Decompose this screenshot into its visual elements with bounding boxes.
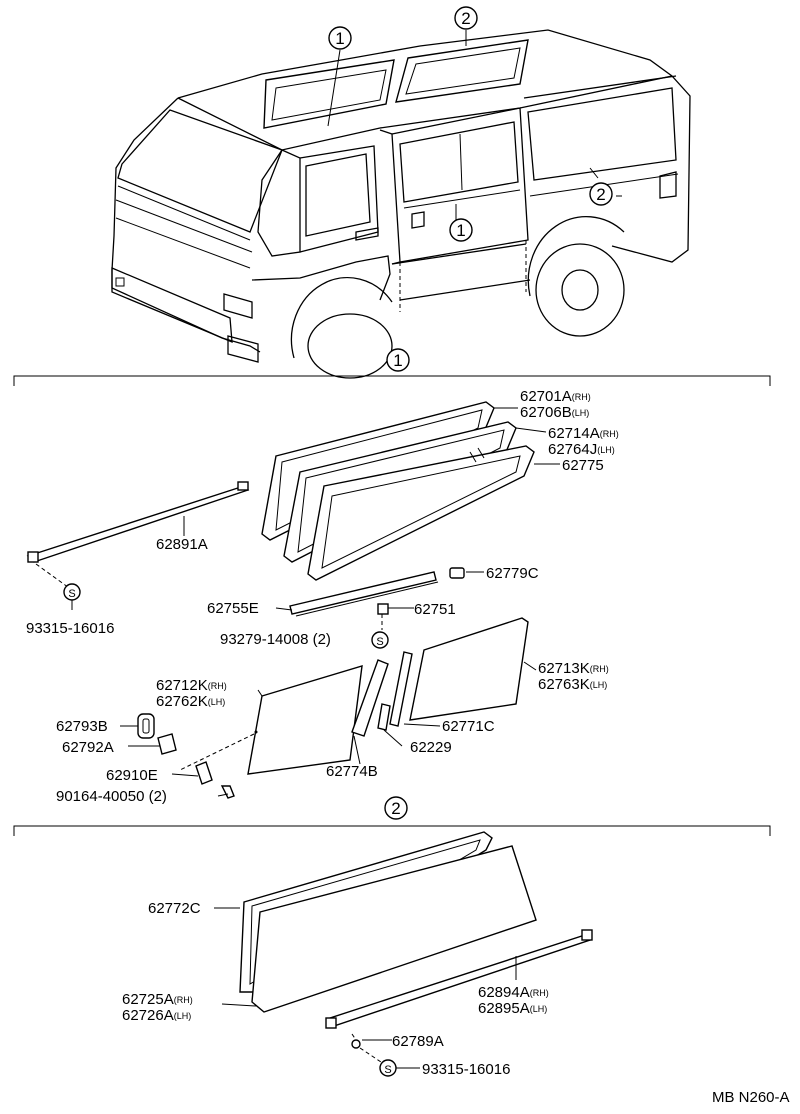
label-62895A: 62895A(LH) bbox=[478, 1000, 547, 1017]
diagram-code: MB N260-A bbox=[712, 1089, 790, 1106]
label-62774B: 62774B bbox=[326, 763, 378, 780]
label-62751: 62751 bbox=[414, 601, 456, 618]
label-62763K: 62763K(LH) bbox=[538, 676, 607, 693]
svg-text:S: S bbox=[384, 1064, 391, 1076]
label-62725A: 62725A(RH) bbox=[122, 991, 193, 1008]
callout-one-top: 1 bbox=[328, 26, 352, 50]
label-93315-16016-b: 93315-16016 bbox=[422, 1061, 510, 1078]
rail-62891A: S bbox=[26, 481, 250, 610]
label-62792A: 62792A bbox=[62, 739, 114, 756]
section-two-header: 2 bbox=[13, 796, 771, 836]
glass-62725A-assembly bbox=[239, 831, 537, 1013]
division-bars bbox=[351, 651, 413, 737]
label-62789A: 62789A bbox=[392, 1033, 444, 1050]
svg-text:2: 2 bbox=[596, 185, 605, 204]
svg-text:1: 1 bbox=[335, 29, 344, 48]
label-62726A: 62726A(LH) bbox=[122, 1007, 191, 1024]
label-93279-14008: 93279-14008 (2) bbox=[220, 631, 331, 648]
svg-text:2: 2 bbox=[391, 799, 400, 818]
svg-text:S: S bbox=[376, 636, 383, 648]
callout-two-side: 2 bbox=[589, 182, 613, 206]
label-62706B: 62706B(LH) bbox=[520, 404, 589, 421]
label-93315-16016-a: 93315-16016 bbox=[26, 620, 114, 637]
glass-62713K bbox=[409, 617, 529, 721]
part-labels-section-two: 62772C 62725A(RH) 62726A(LH) 62894A(RH) … bbox=[122, 900, 549, 1078]
label-62755E: 62755E bbox=[207, 600, 259, 617]
latch-parts bbox=[137, 713, 235, 799]
callout-two-top: 2 bbox=[454, 6, 478, 30]
label-62793B: 62793B bbox=[56, 718, 108, 735]
label-62713K: 62713K(RH) bbox=[538, 660, 609, 677]
channel-62755E: S bbox=[289, 567, 465, 649]
label-62701A: 62701A(RH) bbox=[520, 388, 591, 405]
svg-text:2: 2 bbox=[461, 9, 470, 28]
label-62229: 62229 bbox=[410, 739, 452, 756]
callout-one-door: 1 bbox=[449, 218, 473, 242]
label-62714A: 62714A(RH) bbox=[548, 425, 619, 442]
label-62712K: 62712K(RH) bbox=[156, 677, 227, 694]
van-illustration bbox=[111, 29, 691, 379]
label-62779C: 62779C bbox=[486, 565, 539, 582]
label-62910E: 62910E bbox=[106, 767, 158, 784]
label-62771C: 62771C bbox=[442, 718, 495, 735]
part-labels-section-one: 62701A(RH) 62706B(LH) 62714A(RH) 62764J(… bbox=[26, 388, 619, 805]
svg-text:1: 1 bbox=[393, 351, 402, 370]
label-62762K: 62762K(LH) bbox=[156, 693, 225, 710]
label-90164-40050: 90164-40050 (2) bbox=[56, 788, 167, 805]
rail-62894A: S bbox=[325, 929, 593, 1077]
glass-62712K bbox=[179, 665, 363, 775]
window-frame-assembly bbox=[261, 401, 535, 581]
label-62775: 62775 bbox=[562, 457, 604, 474]
label-62894A: 62894A(RH) bbox=[478, 984, 549, 1001]
label-62891A: 62891A bbox=[156, 536, 208, 553]
label-62764J: 62764J(LH) bbox=[548, 441, 615, 458]
svg-text:1: 1 bbox=[456, 221, 465, 240]
section-one-header: 1 bbox=[13, 348, 771, 386]
leader-lines bbox=[120, 407, 560, 1069]
svg-text:S: S bbox=[68, 588, 75, 600]
label-62772C: 62772C bbox=[148, 900, 201, 917]
